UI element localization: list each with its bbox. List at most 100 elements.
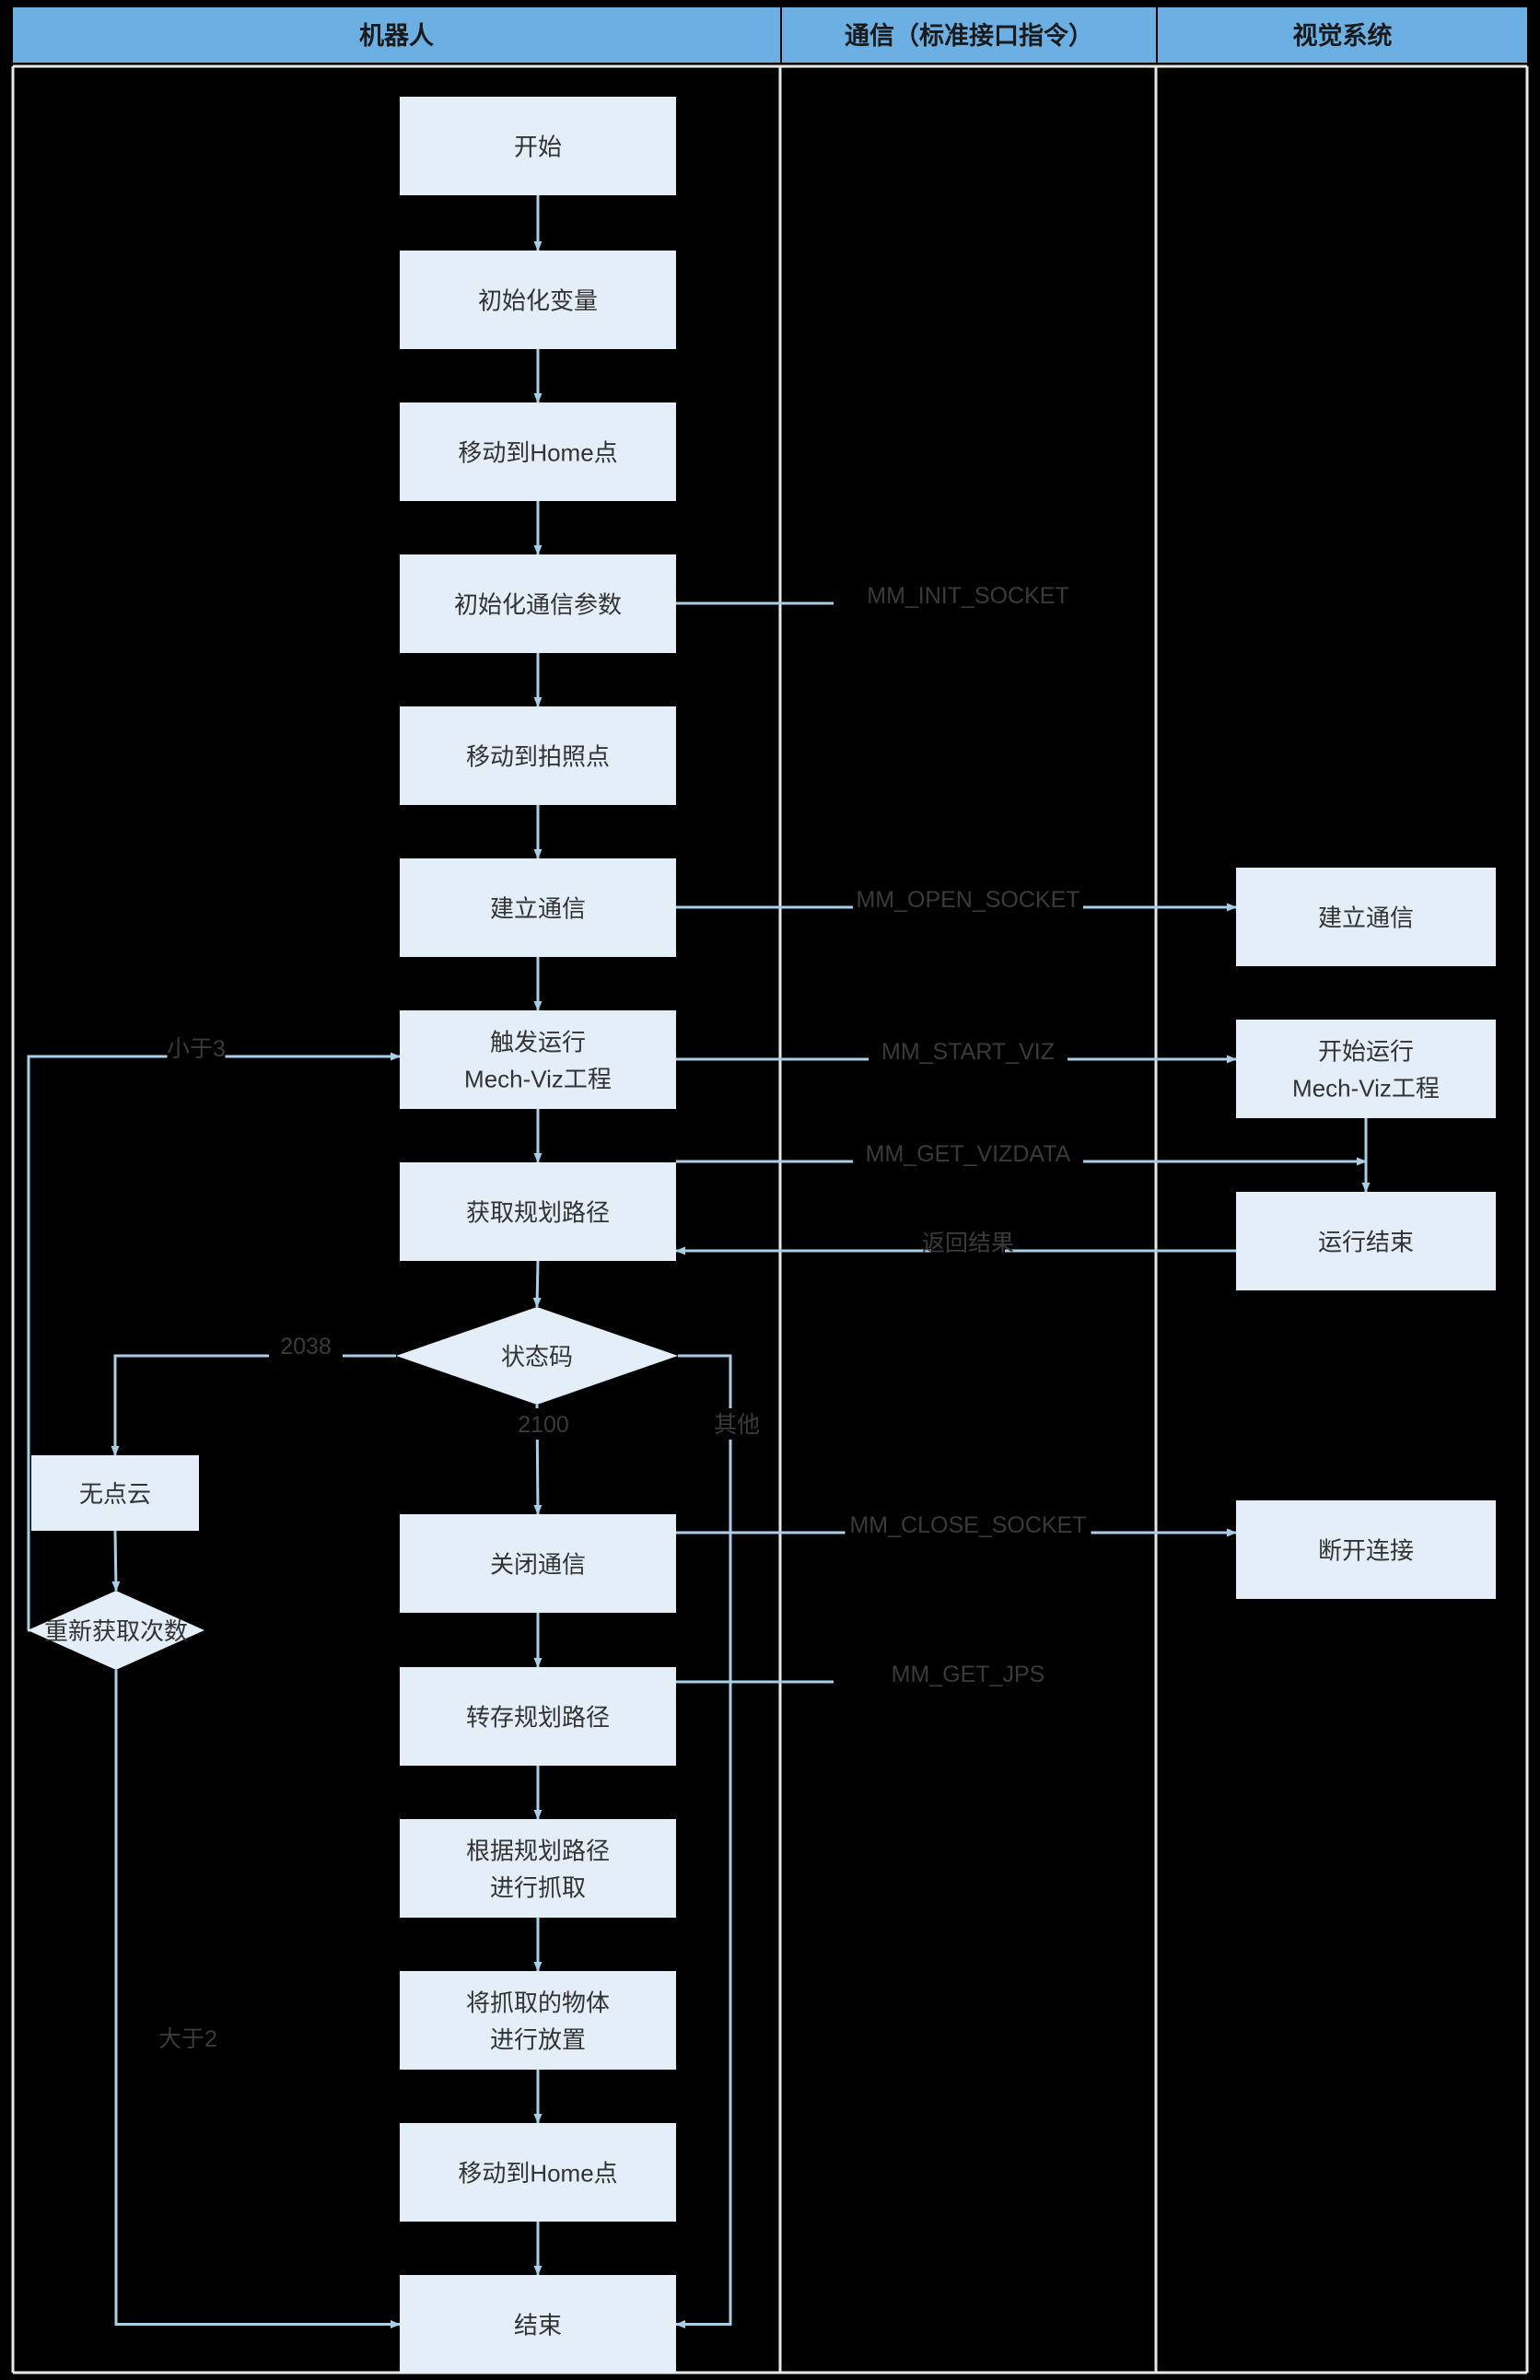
label-backdrop xyxy=(269,1330,343,1361)
node-label: 将抓取的物体 xyxy=(466,1989,610,2017)
node-label: 关闭通信 xyxy=(490,1551,586,1579)
node-label: 移动到拍照点 xyxy=(466,743,610,771)
edge-label-group: MM_INIT_SOCKET MM_OPEN_SOCKET MM_START_VIZ… xyxy=(158,579,1091,2054)
branch-label-label-greater-than-2: 大于2 xyxy=(158,2026,217,2052)
node-shape-rect xyxy=(31,1455,199,1531)
node-v-start-viz[interactable]: 开始运行 Mech-Viz工程 xyxy=(1236,1020,1496,1118)
node-label: 开始 xyxy=(514,134,562,161)
node-init-var[interactable]: 初始化变量 xyxy=(400,251,676,349)
node-move-photo[interactable]: 移动到拍照点 xyxy=(400,706,676,805)
node-save-path[interactable]: 转存规划路径 xyxy=(400,1667,676,1766)
comm-label-mm-get-vizdata: MM_GET_VIZDATA xyxy=(866,1141,1071,1167)
edge-get-path-to-status-code xyxy=(532,1260,542,1308)
lane-header-comm xyxy=(782,7,1156,63)
node-shape-rect xyxy=(1236,1020,1496,1118)
lane-divider-group xyxy=(11,64,1529,2374)
node-label: 获取规划路径 xyxy=(466,1199,610,1227)
comm-label-return-result: 返回结果 xyxy=(922,1231,1014,1256)
node-shape-rect xyxy=(400,1010,676,1109)
node-shape-rect xyxy=(1236,1500,1496,1599)
node-retry-count[interactable]: 重新获取次数 xyxy=(28,1591,204,1670)
node-end[interactable]: 结束 xyxy=(400,2275,676,2374)
branch-label-label-2100: 2100 xyxy=(518,1412,569,1438)
node-label: 建立通信 xyxy=(490,895,586,923)
node-label: 重新获取次数 xyxy=(44,1617,188,1645)
label-backdrop xyxy=(158,2023,217,2054)
node-open-comm[interactable]: 建立通信 xyxy=(400,858,676,957)
comm-label-mm-close-socket: MM_CLOSE_SOCKET xyxy=(849,1512,1086,1538)
node-shape-diamond xyxy=(28,1591,204,1670)
node-label: 初始化通信参数 xyxy=(454,591,622,619)
node-label: Mech-Viz工程 xyxy=(1292,1075,1440,1102)
comm-label-mm-start-viz: MM_START_VIZ xyxy=(881,1039,1055,1065)
node-close-comm[interactable]: 关闭通信 xyxy=(400,1514,676,1613)
node-label: 断开连接 xyxy=(1318,1537,1414,1565)
node-shape-rect xyxy=(400,97,676,195)
node-shape-rect xyxy=(400,2123,676,2222)
node-shape-rect xyxy=(400,251,676,349)
node-v-open-comm[interactable]: 建立通信 xyxy=(1236,868,1496,966)
node-label: 状态码 xyxy=(501,1343,573,1371)
edge-group xyxy=(27,195,1371,2328)
edge-retry-count-less-than-3-to-trigger-viz xyxy=(27,1052,401,1632)
node-label: 根据规划路径 xyxy=(466,1838,610,1865)
node-shape-rect xyxy=(1236,868,1496,966)
lane-header-group: 机器人通信（标准接口指令）视觉系统 xyxy=(13,7,1527,63)
node-label: 转存规划路径 xyxy=(466,1704,610,1732)
node-label: 移动到Home点 xyxy=(458,2160,617,2188)
label-backdrop xyxy=(853,883,1083,915)
branch-label-label-other: 其他 xyxy=(714,1412,760,1438)
node-label: 开始运行 xyxy=(1318,1038,1414,1066)
lane-header-vision xyxy=(1158,7,1527,63)
node-label: 移动到Home点 xyxy=(458,439,617,467)
lane-header-label-comm: 通信（标准接口指令） xyxy=(845,21,1093,50)
node-label: 进行放置 xyxy=(490,2026,586,2054)
node-no-cloud[interactable]: 无点云 xyxy=(31,1455,199,1531)
lane-header-robot xyxy=(13,7,780,63)
comm-label-mm-init-socket: MM_INIT_SOCKET xyxy=(867,583,1068,609)
edge-retry-count-greater-than-2-to-end xyxy=(114,1670,401,2328)
node-label: 进行抓取 xyxy=(490,1874,586,1902)
node-move-home-2[interactable]: 移动到Home点 xyxy=(400,2123,676,2222)
node-label: 运行结束 xyxy=(1318,1229,1414,1256)
label-backdrop xyxy=(853,1138,1083,1169)
label-backdrop xyxy=(167,1032,226,1064)
comm-label-mm-open-socket: MM_OPEN_SOCKET xyxy=(856,887,1079,913)
node-v-disconnect[interactable]: 断开连接 xyxy=(1236,1500,1496,1599)
node-shape-rect xyxy=(400,1514,676,1613)
node-shape-rect xyxy=(400,1162,676,1261)
label-backdrop xyxy=(507,1408,580,1440)
label-backdrop xyxy=(853,579,1083,611)
node-shape-rect xyxy=(400,706,676,805)
node-label: 结束 xyxy=(514,2312,562,2339)
branch-label-label-2038: 2038 xyxy=(280,1334,332,1359)
lane-header-label-robot: 机器人 xyxy=(359,22,434,50)
node-move-home-1[interactable]: 移动到Home点 xyxy=(400,402,676,501)
node-shape-diamond xyxy=(396,1307,678,1405)
node-start[interactable]: 开始 xyxy=(400,97,676,195)
node-shape-rect xyxy=(400,402,676,501)
node-shape-rect xyxy=(400,858,676,957)
label-backdrop xyxy=(869,1035,1068,1067)
node-v-run-end[interactable]: 运行结束 xyxy=(1236,1192,1496,1290)
node-shape-rect xyxy=(400,1971,676,2070)
node-label: Mech-Viz工程 xyxy=(464,1066,612,1093)
node-shape-rect xyxy=(400,1819,676,1918)
node-label: 建立通信 xyxy=(1318,904,1414,932)
node-get-path[interactable]: 获取规划路径 xyxy=(400,1162,676,1261)
node-shape-rect xyxy=(400,554,676,653)
comm-label-mm-get-jps: MM_GET_JPS xyxy=(892,1662,1045,1687)
node-init-comm[interactable]: 初始化通信参数 xyxy=(400,554,676,653)
edge-no-cloud-to-retry-count xyxy=(111,1530,121,1592)
node-status-code[interactable]: 状态码 xyxy=(396,1307,678,1405)
branch-label-label-less-than-3: 小于3 xyxy=(167,1036,226,1062)
label-backdrop xyxy=(845,1509,1091,1540)
label-backdrop xyxy=(931,1227,1005,1258)
node-label: 初始化变量 xyxy=(478,287,598,315)
node-shape-rect xyxy=(400,1667,676,1766)
node-shape-rect xyxy=(1236,1192,1496,1290)
